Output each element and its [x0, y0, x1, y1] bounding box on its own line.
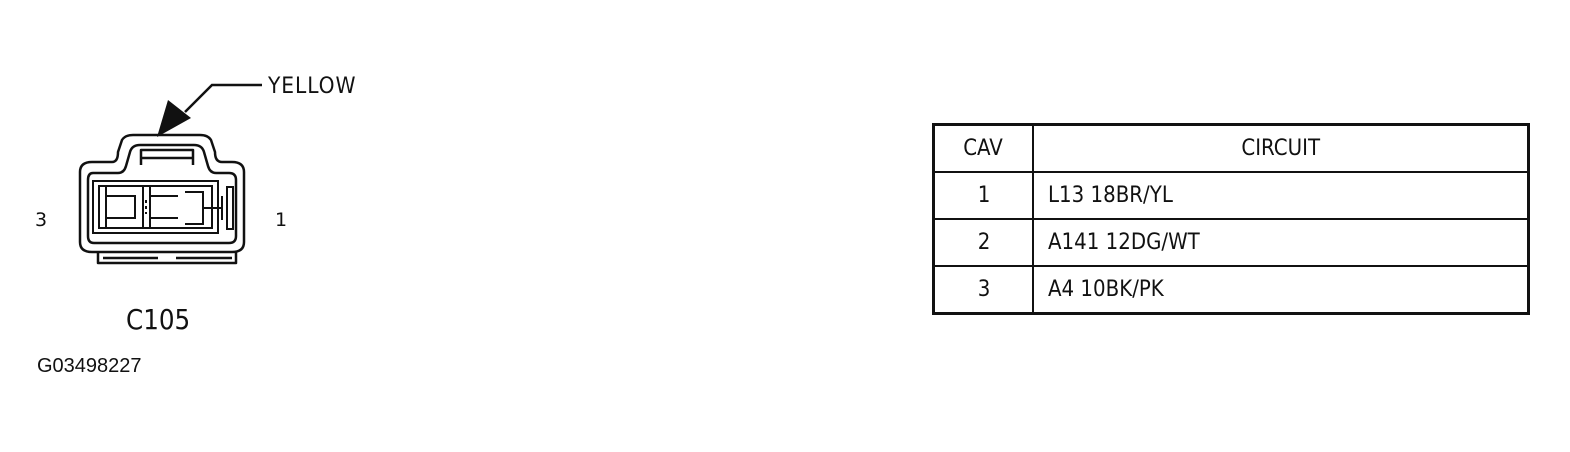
connector-diagram: [78, 83, 262, 265]
color-leader-arrow: [157, 83, 262, 137]
cav-cell: 1: [932, 171, 1034, 220]
circuit-cell: A4 10BK/PK: [1032, 265, 1530, 315]
connector-name: C105: [126, 303, 191, 336]
figure-id: G03498227: [37, 355, 142, 377]
connector-body: [78, 133, 246, 265]
circuit-cell: L13 18BR/YL: [1032, 171, 1530, 220]
column-header-cav: CAV: [932, 123, 1034, 173]
terminal-cavities: [92, 180, 234, 234]
table-row: 2 A141 12DG/WT: [932, 218, 1530, 267]
table-header-row: CAV CIRCUIT: [932, 123, 1530, 173]
column-header-circuit: CIRCUIT: [1032, 123, 1530, 173]
cav-cell: 3: [932, 265, 1034, 315]
cav-cell: 2: [932, 218, 1034, 267]
pin-label-left: 3: [35, 209, 48, 231]
table-row: 3 A4 10BK/PK: [932, 265, 1530, 315]
connector-color-label: YELLOW: [268, 74, 357, 99]
circuit-cell: A141 12DG/WT: [1032, 218, 1530, 267]
pin-label-right: 1: [275, 209, 288, 231]
table-row: 1 L13 18BR/YL: [932, 171, 1530, 220]
pinout-table: CAV CIRCUIT 1 L13 18BR/YL 2 A141 12DG/WT…: [932, 123, 1530, 315]
